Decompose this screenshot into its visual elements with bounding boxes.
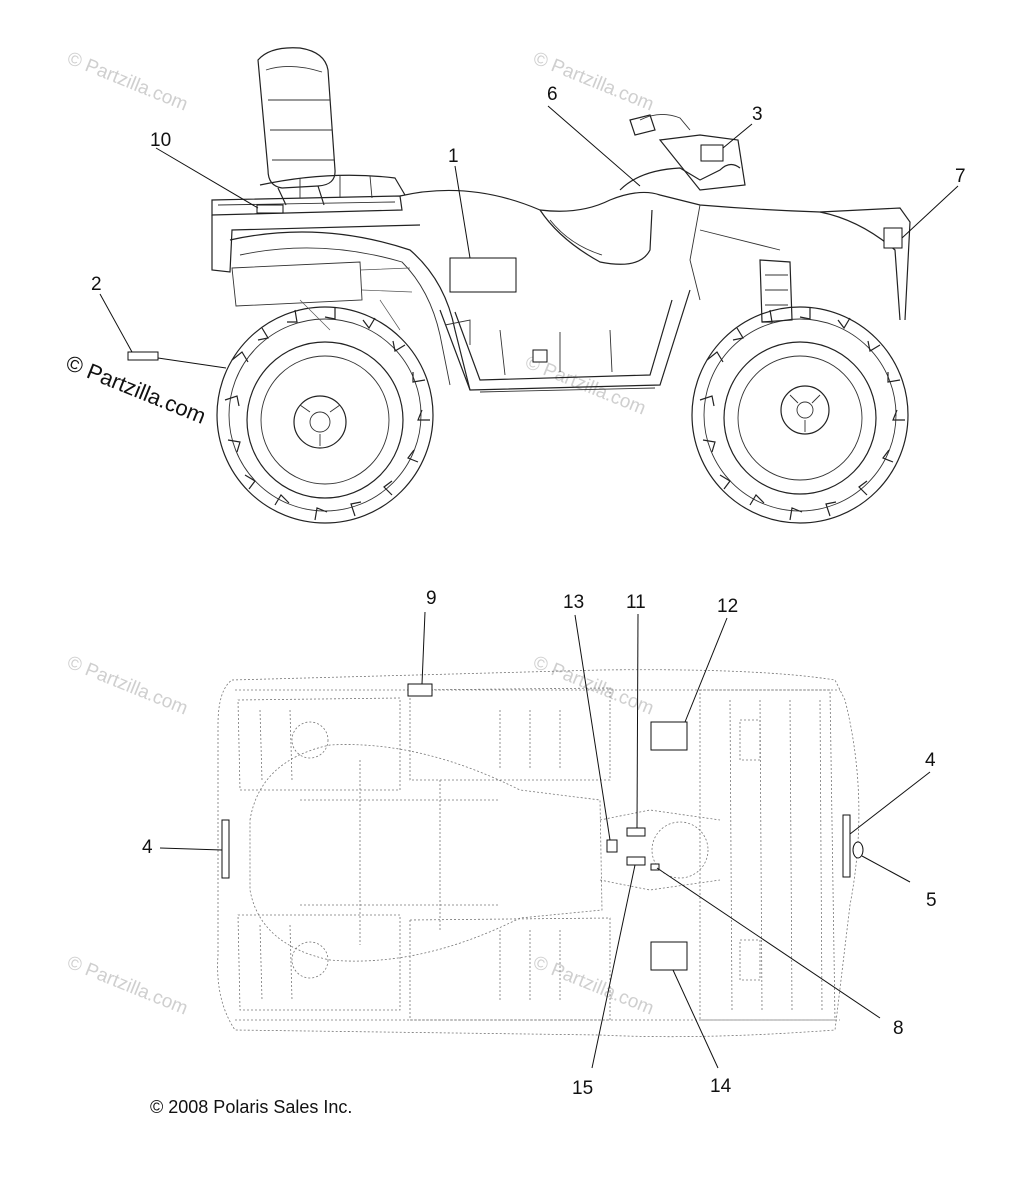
callout-13: 13 <box>563 592 584 613</box>
decal-13 <box>606 839 618 853</box>
rear-wheel <box>216 306 434 524</box>
decal-2 <box>127 351 159 361</box>
decal-12 <box>650 721 688 751</box>
callout-9: 9 <box>426 588 437 609</box>
callout-11: 11 <box>626 592 646 613</box>
decal-4-rear <box>221 819 230 879</box>
top-outline <box>217 669 860 1038</box>
rear-fender <box>229 231 471 391</box>
decal-11 <box>626 827 646 837</box>
decal-8 <box>650 863 660 871</box>
callout-15: 15 <box>572 1078 593 1099</box>
decal-10 <box>256 204 284 214</box>
callout-6: 6 <box>547 84 558 105</box>
decal-15 <box>626 856 646 866</box>
seat-outline <box>249 744 603 962</box>
decal-5 <box>852 841 864 859</box>
callout-7: 7 <box>955 166 966 187</box>
decal-14 <box>650 941 688 971</box>
exhaust <box>231 261 363 307</box>
callout-labels: 1 2 3 4 4 5 6 7 8 9 10 11 12 13 14 15 <box>91 84 966 1099</box>
callout-5: 5 <box>926 890 937 911</box>
floorboard <box>439 289 691 393</box>
atv-top-view <box>217 669 864 1038</box>
callout-3: 3 <box>752 104 763 125</box>
body-panel <box>399 114 911 323</box>
callout-10: 10 <box>150 130 171 151</box>
copyright-notice: © 2008 Polaris Sales Inc. <box>150 1097 353 1117</box>
callout-4-front: 4 <box>925 750 936 771</box>
rear-rack <box>211 174 421 273</box>
callout-8: 8 <box>893 1018 904 1039</box>
decal-9 <box>407 683 433 697</box>
leader-lines <box>99 105 959 1069</box>
decal-7 <box>883 227 903 249</box>
callout-4-rear: 4 <box>142 837 153 858</box>
decal-3 <box>700 144 724 162</box>
front-wheel <box>691 306 909 524</box>
decal-4-front <box>842 814 851 878</box>
callout-14: 14 <box>710 1076 732 1097</box>
passenger-seat-back <box>257 47 336 206</box>
atv-side-view <box>127 47 911 524</box>
callout-2: 2 <box>91 274 102 295</box>
callout-12: 12 <box>717 596 738 617</box>
decal-1 <box>449 257 517 293</box>
decal-floor <box>532 349 548 363</box>
callout-1: 1 <box>448 146 459 167</box>
